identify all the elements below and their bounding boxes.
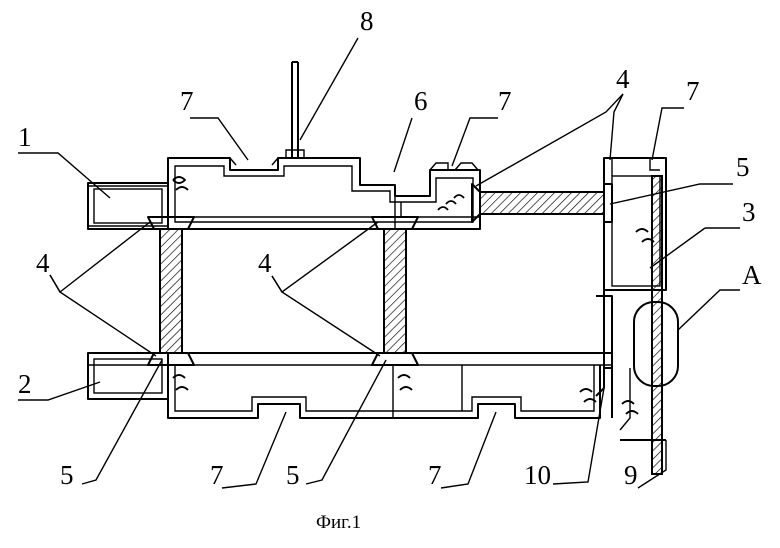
label-7-top-right: 7 <box>686 76 700 106</box>
label-3: 3 <box>742 197 756 227</box>
thermal-insert-middle <box>384 229 406 353</box>
bottom-profile <box>88 353 612 418</box>
label-10: 10 <box>524 460 551 490</box>
label-7-top-middle: 7 <box>498 86 512 116</box>
right-sash <box>596 158 666 474</box>
thermal-insert-left <box>160 229 182 353</box>
label-2: 2 <box>18 369 32 399</box>
bottom-left-chamber <box>88 353 168 399</box>
glass-element-9 <box>652 176 662 474</box>
label-4-left: 4 <box>36 248 50 278</box>
label-6: 6 <box>414 86 428 116</box>
label-9: 9 <box>624 460 638 490</box>
leader-lines <box>18 38 740 488</box>
label-7-bottom-right: 7 <box>428 460 442 490</box>
seal-fin <box>398 375 412 390</box>
thermal-insert-top <box>480 192 604 214</box>
label-1: 1 <box>18 122 32 152</box>
fin-8 <box>292 62 298 158</box>
label-5-left: 5 <box>60 460 74 490</box>
thermal-inserts <box>148 184 612 365</box>
top-profile-outline <box>168 158 480 229</box>
label-4-middle: 4 <box>258 248 272 278</box>
label-7-top-left: 7 <box>180 86 194 116</box>
figure-caption: Фиг.1 <box>316 512 361 533</box>
bottom-profile-outline <box>168 365 600 418</box>
label-7-bottom-left: 7 <box>210 460 224 490</box>
label-8: 8 <box>360 6 374 36</box>
label-a: A <box>742 260 762 290</box>
label-5-middle: 5 <box>286 460 300 490</box>
label-5-right: 5 <box>736 152 750 182</box>
label-4-top: 4 <box>616 64 630 94</box>
seal-fin <box>438 195 464 210</box>
